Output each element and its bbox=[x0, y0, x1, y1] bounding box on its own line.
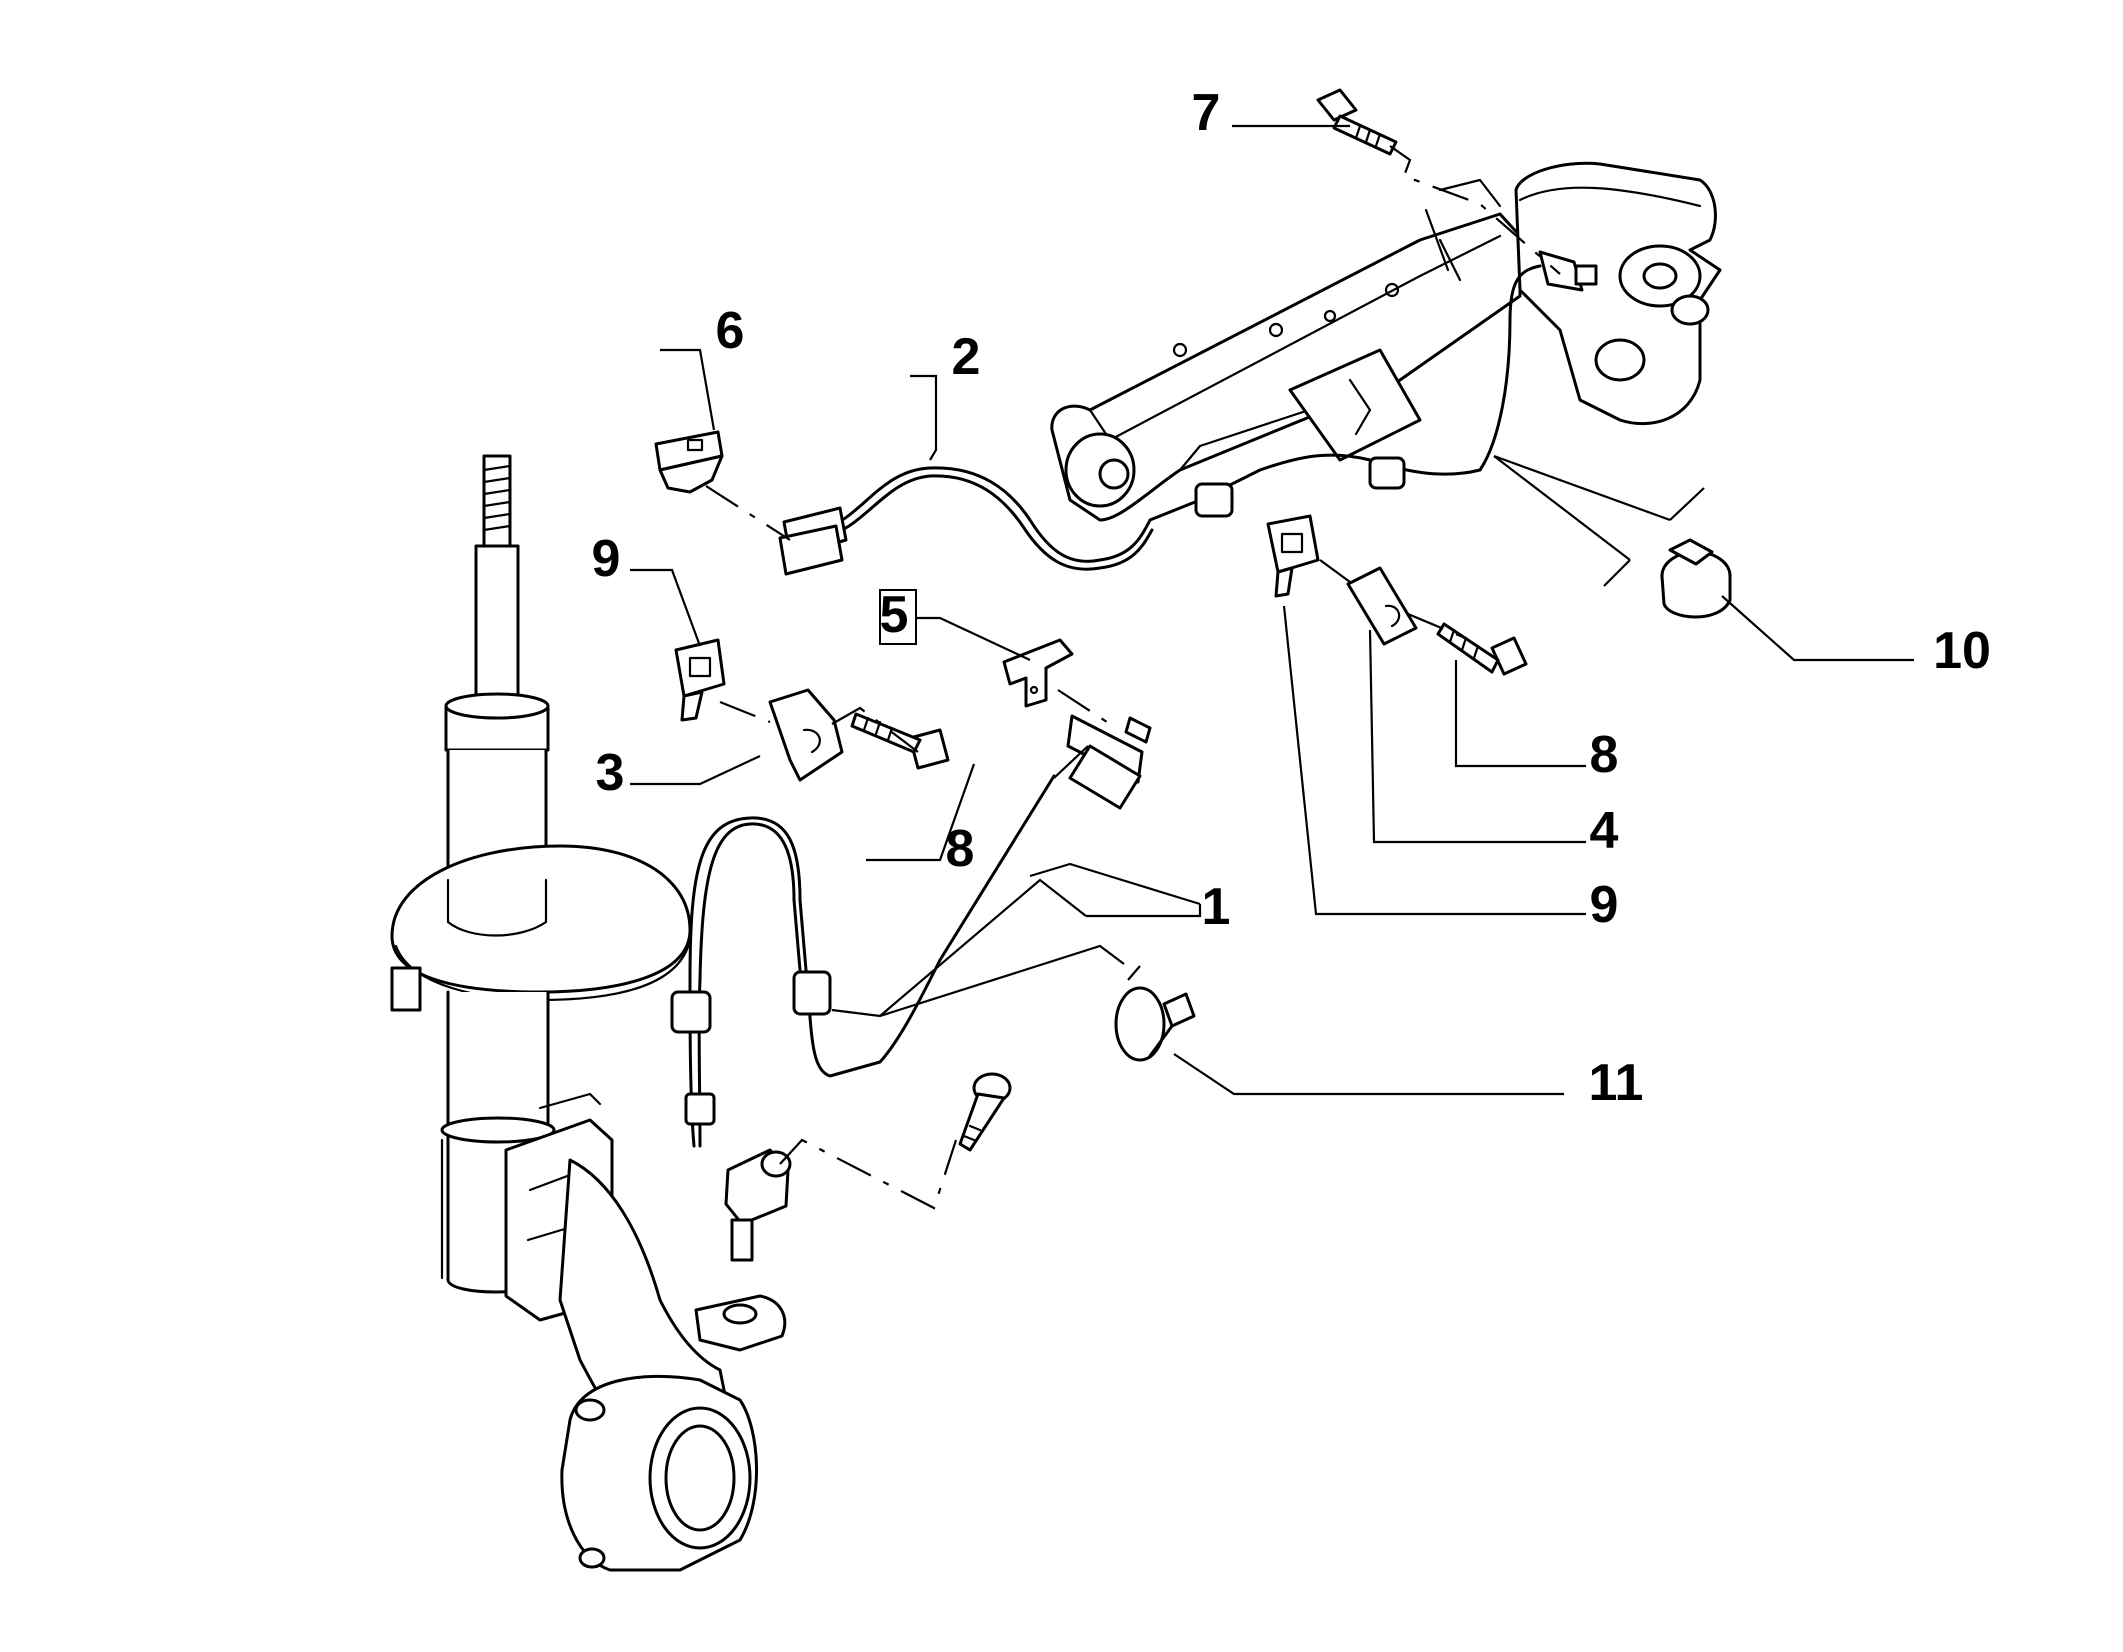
bolt-part-8-right bbox=[1436, 622, 1528, 676]
assembly-lines bbox=[705, 145, 1561, 1210]
callout-5-box bbox=[879, 589, 917, 645]
bolt-part-front bbox=[958, 1072, 1012, 1152]
bracket-part-3 bbox=[768, 688, 844, 782]
front-wheel-speed-sensor bbox=[670, 714, 1152, 1262]
leader-lines bbox=[630, 124, 1914, 1096]
rear-axle-beam bbox=[1050, 161, 1722, 522]
bolt-part-8-left bbox=[850, 712, 950, 770]
callout-6: 6 bbox=[716, 302, 745, 360]
clip-part-6 bbox=[654, 430, 724, 494]
callout-9-left: 9 bbox=[592, 530, 621, 588]
bracket-part-4 bbox=[1346, 566, 1418, 646]
callout-7: 7 bbox=[1192, 84, 1221, 142]
callout-8-left: 8 bbox=[946, 820, 975, 878]
callout-9-right: 9 bbox=[1590, 876, 1619, 934]
callout-10: 10 bbox=[1933, 622, 1991, 680]
cable-tie-part-11 bbox=[1114, 986, 1196, 1062]
front-strut-assembly bbox=[390, 454, 787, 1572]
rear-wheel-speed-sensor bbox=[778, 250, 1598, 576]
callout-4: 4 bbox=[1590, 802, 1619, 860]
callout-3: 3 bbox=[596, 744, 625, 802]
callout-11: 11 bbox=[1589, 1054, 1644, 1112]
callout-1: 1 bbox=[1202, 878, 1231, 936]
callout-labels: 7 6 2 9 5 3 8 1 10 8 4 9 11 bbox=[592, 84, 1991, 1112]
callout-8-right: 8 bbox=[1590, 726, 1619, 784]
clamp-part-10 bbox=[1660, 538, 1732, 619]
clip-part-9-right bbox=[1266, 514, 1320, 598]
clip-part-9-left bbox=[674, 638, 726, 722]
clip-part-5 bbox=[1002, 638, 1074, 708]
callout-5: 5 bbox=[880, 586, 909, 644]
callout-2: 2 bbox=[952, 328, 981, 386]
bolt-part-7 bbox=[1316, 88, 1398, 156]
